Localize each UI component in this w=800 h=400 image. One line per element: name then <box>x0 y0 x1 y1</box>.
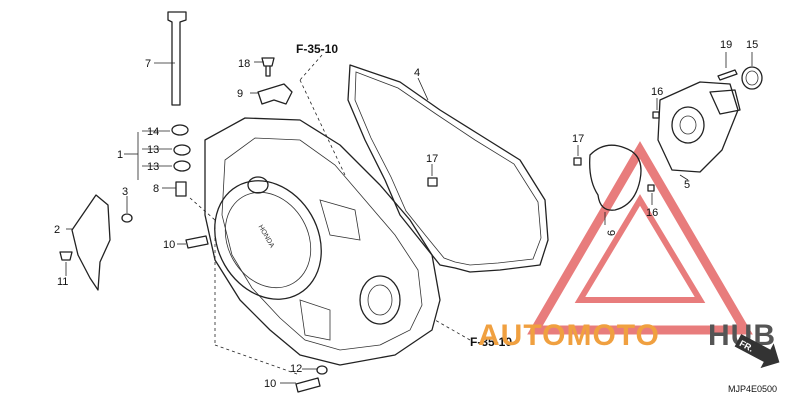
part-label: 10 <box>163 239 175 251</box>
washer-12 <box>316 365 328 375</box>
seal-13a <box>173 144 191 156</box>
part-label: 14 <box>147 126 159 138</box>
seal-14 <box>171 124 189 136</box>
washer-3 <box>121 213 133 223</box>
gasket <box>347 64 549 273</box>
bolt-11 <box>59 251 73 261</box>
seal-13b <box>173 160 191 172</box>
dowel-pin <box>573 157 582 166</box>
part-label: 3 <box>122 186 128 198</box>
oil-seal <box>741 66 763 90</box>
part-label: 16 <box>646 207 658 219</box>
dowel-pin <box>427 177 438 187</box>
section-ref: F-35-10 <box>470 335 512 349</box>
shaft <box>167 11 187 106</box>
part-label: 4 <box>414 67 420 79</box>
bolt-18 <box>261 57 275 77</box>
part-label: 11 <box>57 276 68 288</box>
part-label: 1 <box>117 149 123 161</box>
part-label: 7 <box>145 58 151 70</box>
o-ring <box>589 144 642 211</box>
part-label: 17 <box>572 133 584 145</box>
part-label: 13 <box>147 161 159 173</box>
bolt-10b <box>295 377 321 393</box>
bolt-10a <box>185 235 209 249</box>
part-label: 15 <box>746 39 758 51</box>
clutch-cover: HONDA <box>204 117 441 366</box>
front-arrow: FR. <box>734 334 780 369</box>
leader-lines <box>65 52 753 384</box>
dowel-pin <box>652 111 660 119</box>
part-label: 10 <box>264 378 276 390</box>
spring <box>175 181 187 197</box>
part-label: 17 <box>426 153 438 165</box>
part-labels: 7 18 9 4 14 13 13 1 8 3 2 10 11 12 10 19… <box>54 39 758 390</box>
bolt-19 <box>717 69 738 81</box>
part-label: 18 <box>238 58 250 70</box>
section-ref: F-35-10 <box>296 42 338 56</box>
part-label: 12 <box>290 363 302 375</box>
part-label: 2 <box>54 224 60 236</box>
dowel-pin <box>647 184 655 192</box>
watermark-text-1: AUTOMOTO <box>478 319 660 352</box>
diagram-code: MJP4E0500 <box>728 384 777 394</box>
oil-seal-inner <box>745 70 759 86</box>
part-label: 19 <box>720 39 732 51</box>
part-label: 16 <box>651 86 663 98</box>
part-label: 6 <box>606 230 618 236</box>
clamp <box>257 83 293 105</box>
small-cover <box>71 194 111 291</box>
part-label: 9 <box>237 88 243 100</box>
water-pump <box>657 81 741 173</box>
part-label: 13 <box>147 144 159 156</box>
part-label: 5 <box>684 179 690 191</box>
part-label: 8 <box>153 183 159 195</box>
svg-text:HONDA: HONDA <box>256 224 275 250</box>
watermark-logo <box>527 141 753 335</box>
